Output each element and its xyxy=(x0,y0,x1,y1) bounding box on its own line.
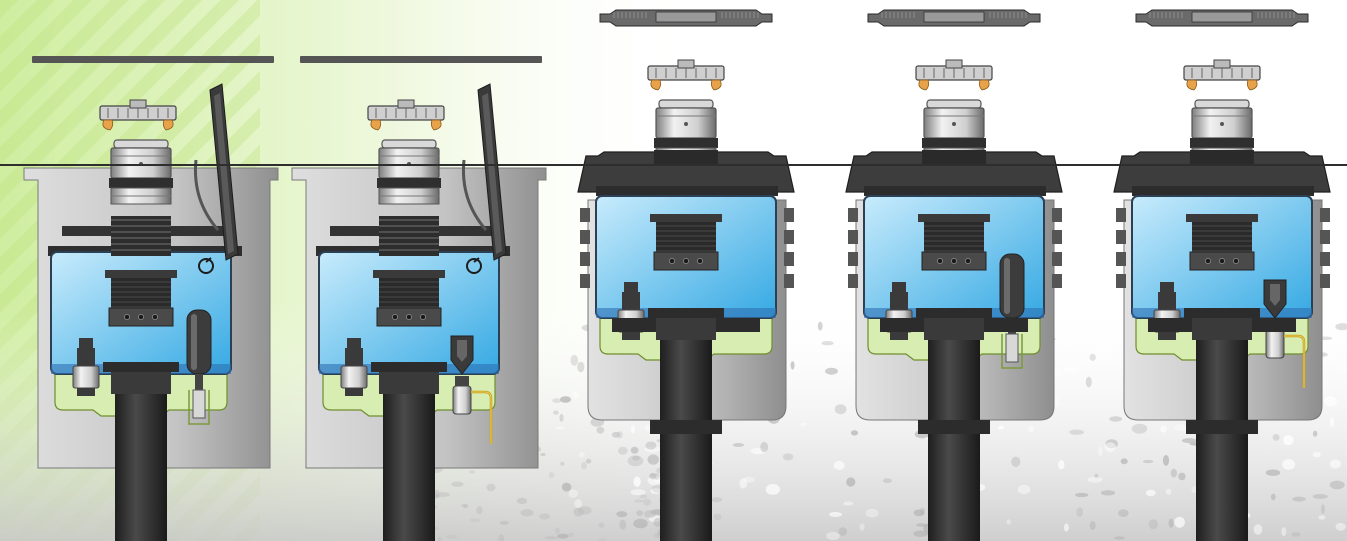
unit-5 xyxy=(1113,9,1331,541)
unit-2 xyxy=(291,56,547,541)
unit-4 xyxy=(845,9,1063,541)
unit-3 xyxy=(577,9,795,541)
unit-1 xyxy=(23,56,279,541)
units-layer xyxy=(23,9,1331,541)
